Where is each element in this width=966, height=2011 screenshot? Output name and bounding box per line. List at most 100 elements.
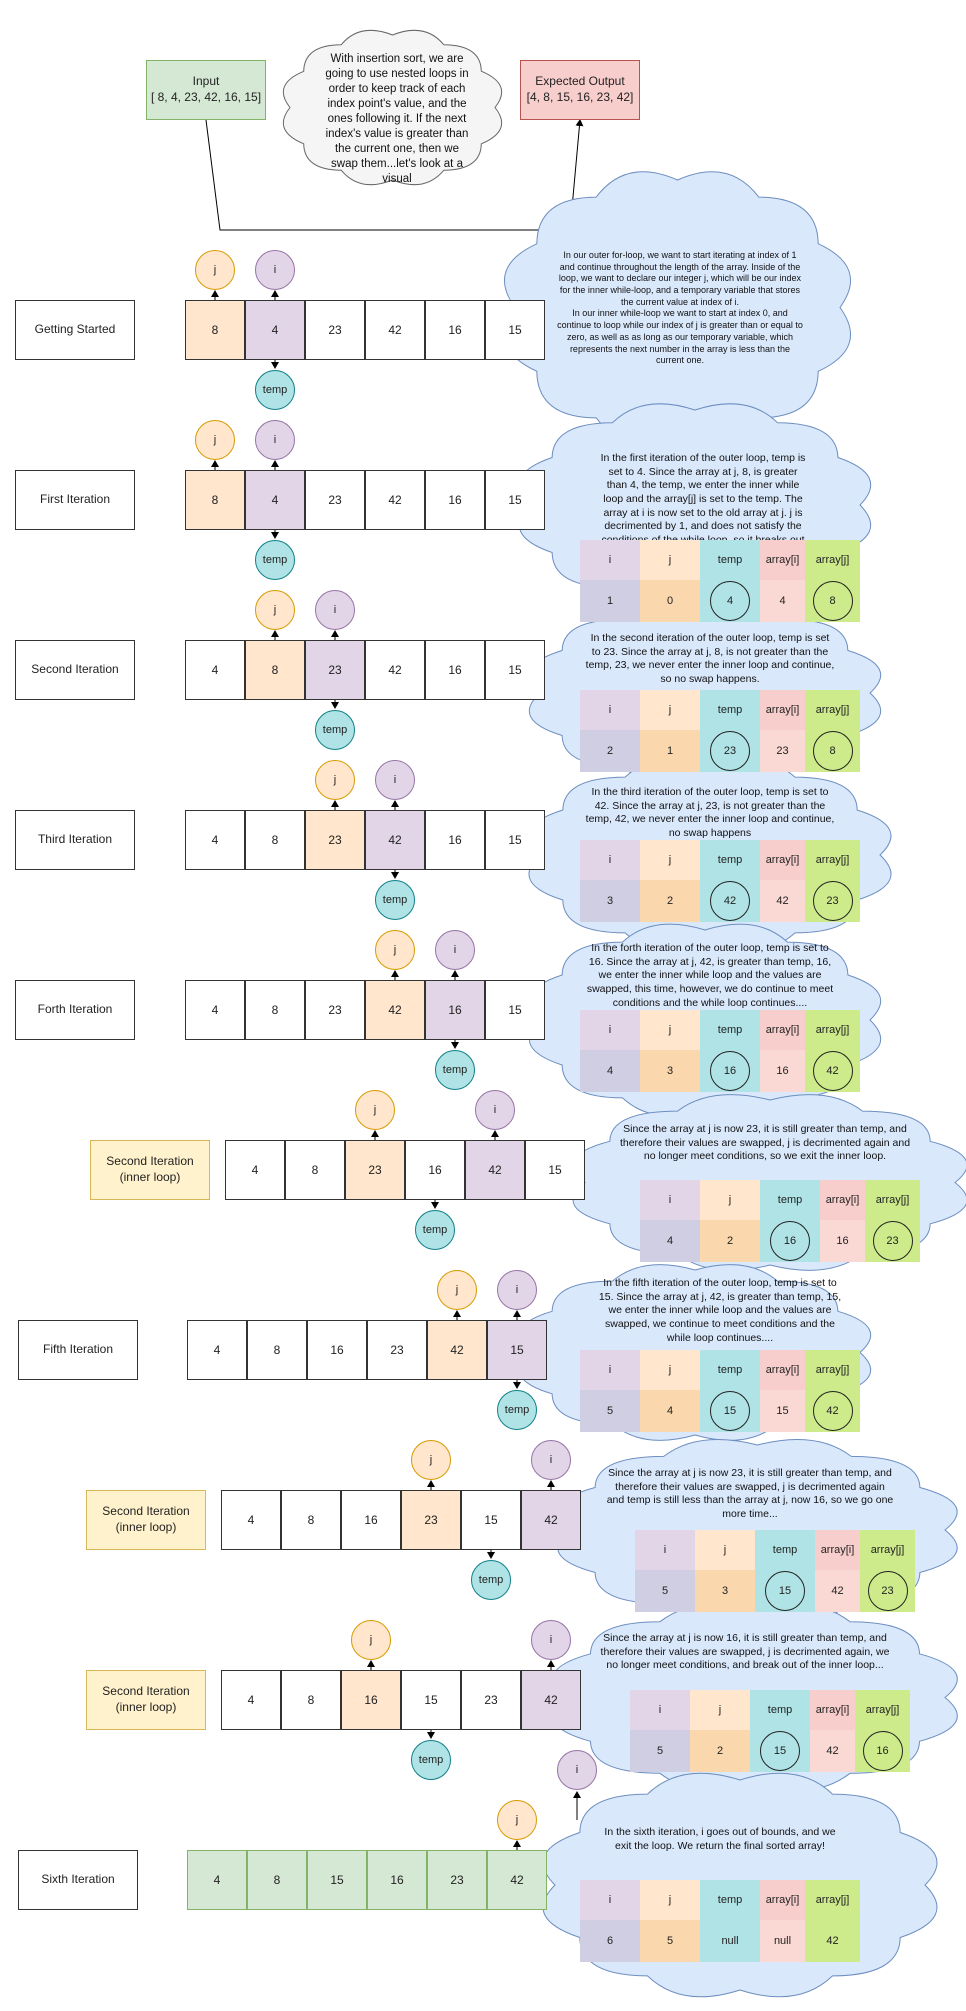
array-cell: 42	[487, 1850, 547, 1910]
table-value-cell: 4	[700, 580, 760, 622]
table-value-cell: 16	[855, 1730, 910, 1772]
array-cell: 8	[185, 300, 245, 360]
explanation-text: Since the array at j is now 16, it is st…	[600, 1632, 890, 1672]
table-header-cell: temp	[700, 540, 760, 580]
array-cell: 42	[427, 1320, 487, 1380]
table-value-circle: 42	[812, 1391, 853, 1431]
table-value-cell: 4	[640, 1390, 700, 1432]
array-cell: 16	[341, 1670, 401, 1730]
j-marker: j	[375, 930, 415, 970]
table-header-cell: i	[580, 840, 640, 880]
i-marker: i	[255, 250, 295, 290]
array-cell: 42	[365, 640, 425, 700]
j-marker: j	[255, 590, 295, 630]
array-cell: 42	[365, 470, 425, 530]
array-cell: 42	[465, 1140, 525, 1200]
table-header-cell: j	[640, 540, 700, 580]
table-header-cell: array[i]	[810, 1690, 855, 1730]
explanation-text: In our outer for-loop, we want to start …	[557, 250, 803, 366]
array-cell: 16	[341, 1490, 401, 1550]
table-value-cell: 4	[640, 1220, 700, 1262]
temp-marker: temp	[471, 1560, 511, 1600]
table-header-cell: array[j]	[805, 540, 860, 580]
table-header-cell: temp	[700, 1010, 760, 1050]
table-header-cell: temp	[700, 690, 760, 730]
table-value-cell: 6	[580, 1920, 640, 1962]
array-cell: 23	[305, 300, 365, 360]
table-header-cell: j	[690, 1690, 750, 1730]
table-header-cell: j	[700, 1180, 760, 1220]
array-cell: 4	[185, 980, 245, 1040]
step-label: Fifth Iteration	[18, 1320, 138, 1380]
input-value: [ 8, 4, 23, 42, 16, 15]	[150, 90, 262, 104]
table-value-cell: 2	[690, 1730, 750, 1772]
array-cell: 15	[401, 1670, 461, 1730]
step-label: Second Iteration (inner loop)	[86, 1490, 206, 1550]
step-label: Sixth Iteration	[18, 1850, 138, 1910]
intro-cloud-shape	[282, 29, 503, 186]
j-marker: j	[195, 250, 235, 290]
array-cell: 8	[185, 470, 245, 530]
table-value-circle: 16	[710, 1051, 750, 1091]
table-value-cell: 16	[760, 1220, 820, 1262]
table-value-circle: 16	[862, 1731, 903, 1771]
table-value-circle: 8	[812, 581, 853, 621]
table-value-cell: 42	[805, 1050, 860, 1092]
j-marker: j	[315, 760, 355, 800]
table-header-cell: temp	[760, 1180, 820, 1220]
table-header-cell: array[j]	[805, 840, 860, 880]
step-label: Forth Iteration	[15, 980, 135, 1040]
table-header-cell: array[i]	[760, 690, 805, 730]
intro-cloud-text: With insertion sort, we are going to use…	[325, 53, 469, 185]
table-value-circle: 4	[710, 581, 750, 621]
explanation-text: Since the array at j is now 23, it is st…	[619, 1123, 911, 1163]
table-header-cell: array[j]	[805, 690, 860, 730]
array-cell: 23	[305, 640, 365, 700]
table-value-cell: 42	[815, 1570, 860, 1612]
array-cell: 4	[245, 300, 305, 360]
array-cell: 23	[367, 1320, 427, 1380]
table-header-cell: i	[580, 540, 640, 580]
table-value-circle: 23	[812, 881, 853, 921]
table-header-cell: i	[630, 1690, 690, 1730]
array-cell: 16	[307, 1320, 367, 1380]
table-value-cell: 0	[640, 580, 700, 622]
table-header-cell: array[i]	[815, 1530, 860, 1570]
expected-output-box: Expected Output [4, 8, 15, 16, 23, 42]	[520, 60, 640, 120]
table-value-circle: 8	[812, 731, 853, 771]
table-header-cell: array[j]	[805, 1880, 860, 1920]
step-label: Third Iteration	[15, 810, 135, 870]
table-value-circle: 16	[770, 1221, 810, 1261]
array-cell: 15	[485, 640, 545, 700]
table-value-cell: 42	[805, 1390, 860, 1432]
step-label: Second Iteration (inner loop)	[86, 1670, 206, 1730]
array-cell: 23	[427, 1850, 487, 1910]
i-marker: i	[531, 1620, 571, 1660]
table-value-circle: 15	[710, 1391, 750, 1431]
explanation-text: In the forth iteration of the outer loop…	[586, 942, 834, 1009]
array-cell: 16	[425, 470, 485, 530]
array-cell: 4	[221, 1670, 281, 1730]
table-header-cell: i	[580, 1010, 640, 1050]
table-header-cell: array[j]	[860, 1530, 915, 1570]
temp-marker: temp	[375, 880, 415, 920]
array-cell: 23	[461, 1670, 521, 1730]
i-marker: i	[497, 1270, 537, 1310]
step-label: First Iteration	[15, 470, 135, 530]
table-value-cell: 15	[750, 1730, 810, 1772]
array-cell: 16	[425, 300, 485, 360]
array-cell: 23	[305, 470, 365, 530]
temp-marker: temp	[411, 1740, 451, 1780]
table-value-cell: 2	[700, 1220, 760, 1262]
i-marker: i	[531, 1440, 571, 1480]
table-value-cell: 23	[805, 880, 860, 922]
array-cell: 8	[247, 1320, 307, 1380]
array-cell: 16	[367, 1850, 427, 1910]
table-value-cell: 15	[760, 1390, 805, 1432]
table-header-cell: array[i]	[820, 1180, 865, 1220]
i-marker: i	[375, 760, 415, 800]
input-to-output-connector	[205, 119, 584, 231]
array-cell: 4	[187, 1320, 247, 1380]
table-value-cell: null	[700, 1920, 760, 1962]
temp-marker: temp	[255, 370, 295, 410]
